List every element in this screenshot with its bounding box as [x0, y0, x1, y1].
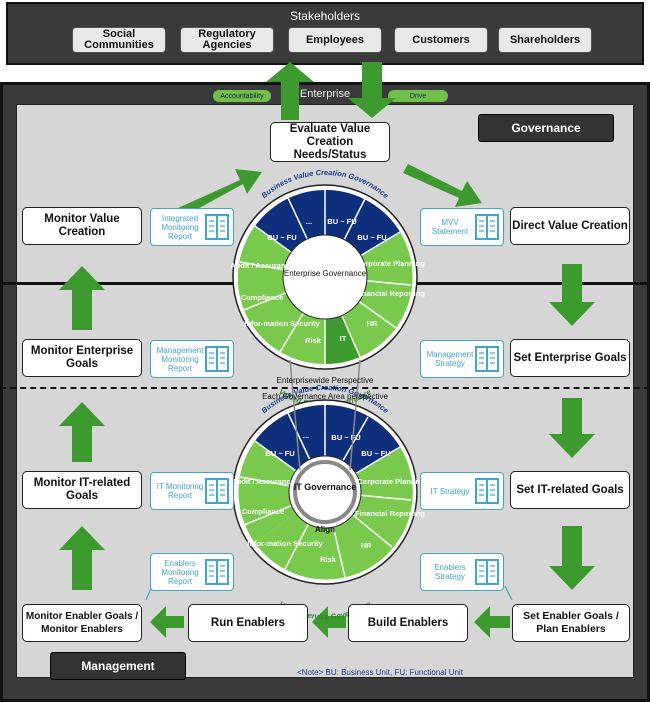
run-enablers-box: Run Enablers [188, 604, 308, 642]
book-icon [205, 214, 229, 240]
wheel-top-seg-10: BU ~ FU [267, 233, 296, 242]
set-enabler-goals-box: Set Enabler Goals / Plan Enablers [512, 604, 630, 642]
management-strategy-doc: Management Strategy [420, 340, 504, 378]
stakeholders-panel: Stakeholders Social Communities Regulato… [6, 2, 644, 65]
set-enterprise-goals-box: Set Enterprise Goals [510, 339, 630, 377]
stakeholders-title: Stakeholders [289, 9, 361, 23]
wheel-top-seg-0: BU ~ FU [327, 217, 356, 226]
book-icon [205, 346, 229, 372]
wheel-top-seg-7: Infor-mation Security [244, 319, 320, 328]
wheel-top-seg-9: Audit / Assurance [230, 261, 294, 270]
wheel-bottom-seg-1: BU ~ FU [361, 449, 390, 458]
wheel-bottom-seg-3: Financial Reporting [355, 509, 425, 518]
wheel-bottom-seg-6: Infor-mation Security [247, 539, 323, 548]
enablers-strategy-doc: Enablers Strategy [420, 553, 504, 591]
drive-label: Drive [388, 90, 448, 102]
each-area-perspective: Each Governance Area perspective [262, 392, 388, 401]
wheel-top-seg-8: Compliance [241, 293, 284, 302]
arrow-down-1 [549, 264, 595, 326]
accountability-label: Accountability [213, 90, 271, 102]
book-icon [475, 346, 499, 372]
arrow-left-1 [474, 606, 510, 638]
mvv-statement-doc: MVV Statement [420, 208, 504, 246]
it-strategy-doc: IT Strategy [420, 472, 504, 510]
wheel-bottom-seg-7: Compliance [242, 507, 285, 516]
wheel-top-seg-3: Financial Reporting [355, 289, 425, 298]
arrow-left-3 [150, 606, 184, 638]
wheel-top-seg-5: IT [340, 334, 347, 343]
arrow-down-drive [348, 62, 396, 118]
enablers-strategy-label: Enablers Strategy [434, 563, 466, 581]
mvv-statement-label: MVV Statement [431, 218, 469, 236]
it-strategy-label: IT Strategy [430, 486, 470, 496]
wheel-top-seg-6: Risk [305, 336, 322, 345]
wheel-bottom-seg-9: BU ~ FU [265, 449, 294, 458]
perspective-divider [0, 387, 650, 389]
monitor-enabler-goals-box: Monitor Enabler Goals / Monitor Enablers [22, 604, 142, 642]
monitor-it-related-goals-box: Monitor IT-related Goals [22, 471, 142, 509]
wheel-top-center: Enterprise Governance [284, 269, 367, 278]
stakeholder-social-communities: Social Communities [72, 27, 166, 53]
wheel-enterprise-governance: BU ~ FU BU ~ FU Corporate Planning Finan… [230, 168, 425, 409]
wheel-top-seg-1: BU ~ FU [357, 233, 386, 242]
book-icon [205, 559, 229, 585]
arrow-up-accountability [266, 62, 314, 120]
enterprise-label: Enterprise [299, 88, 351, 100]
wheel-top-seg-2: Corporate Planning [355, 259, 425, 268]
it-monitoring-report-label: IT Monitoring Report [156, 482, 204, 500]
wheel-bottom-seg-0: BU ~ FU [331, 433, 360, 442]
monitor-enterprise-goals-box: Monitor Enterprise Goals [22, 339, 142, 377]
wheel-bottom-center: IT Governance [294, 482, 357, 492]
arrow-down-2 [549, 398, 595, 458]
wheel-connectors [289, 359, 361, 471]
arrow-up-3 [59, 266, 105, 330]
wheel-top-seg-4: HR [367, 319, 378, 328]
wheel-top-seg-11: ... [306, 217, 312, 226]
management-monitoring-report-label: Management Monitoring Report [156, 345, 204, 373]
build-enablers-box: Build Enablers [348, 604, 468, 642]
monitor-value-creation-box: Monitor Value Creation [22, 207, 142, 245]
set-it-related-goals-box: Set IT-related Goals [510, 471, 630, 509]
wheel-bottom-align: Align [315, 525, 335, 534]
wheel-it-governance: BU ~ FU BU ~ FU Corporate Planning Finan… [231, 383, 427, 621]
integrated-monitoring-report-doc: Integrated Monitoring Report [150, 208, 234, 246]
arrow-left-2 [312, 606, 346, 638]
book-icon [475, 214, 499, 240]
management-monitoring-report-doc: Management Monitoring Report [150, 340, 234, 378]
management-strategy-label: Management Strategy [426, 350, 474, 368]
book-icon [475, 559, 499, 585]
management-tag: Management [50, 652, 186, 680]
enablers-monitoring-report-doc: Enablers Monitoring Report [150, 553, 234, 591]
arrow-to-direct [403, 164, 482, 207]
stakeholder-regulatory-agencies: Regulatory Agencies [180, 27, 274, 53]
wheel-bottom-seg-2: Corporate Planning [357, 477, 427, 486]
wheel-bottom-seg-10: ... [303, 431, 309, 440]
wheel-bottom-seg-4: HR [361, 541, 372, 550]
wheel-bottom-seg-5: Risk [320, 555, 337, 564]
integrated-monitoring-report-label: Integrated Monitoring Report [161, 213, 199, 241]
arrow-up-2 [59, 402, 105, 462]
footnote: <Note> BU: Business Unit, FU: Functional… [297, 668, 463, 677]
it-monitoring-report-doc: IT Monitoring Report [150, 472, 234, 510]
book-icon [205, 478, 229, 504]
stakeholder-shareholders: Shareholders [498, 27, 592, 53]
enablers-monitoring-report-label: Enablers Monitoring Report [161, 558, 199, 586]
stakeholder-employees: Employees [288, 27, 382, 53]
arrow-up-1 [59, 526, 105, 590]
governance-tag: Governance [478, 114, 614, 142]
book-icon [475, 478, 499, 504]
arrow-down-3 [549, 526, 595, 590]
stakeholder-customers: Customers [394, 27, 488, 53]
direct-value-creation-box: Direct Value Creation [510, 207, 630, 245]
wheel-bottom-seg-8: Audit / Assurance [231, 477, 295, 486]
enterprisewide-perspective: Enterprisewide Perspective [277, 376, 374, 385]
evaluate-value-creation-box: Evaluate Value Creation Needs/Status [270, 122, 390, 162]
arrow-to-evaluate [178, 169, 262, 217]
